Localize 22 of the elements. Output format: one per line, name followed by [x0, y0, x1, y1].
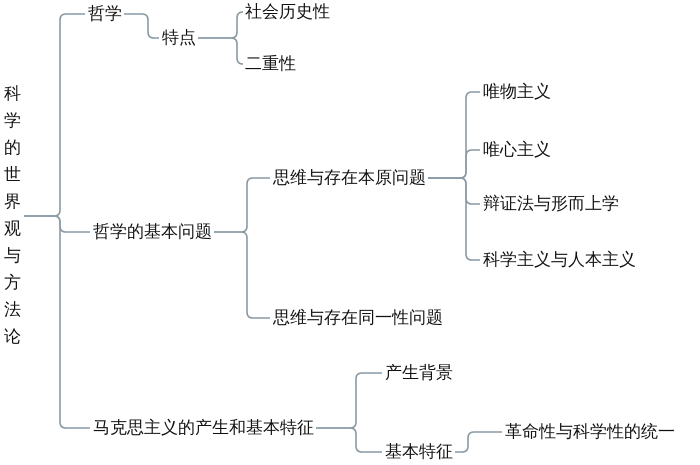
- vertical-title-text: 科学的世界观与方法论: [4, 81, 22, 351]
- topic-text: 思维与存在同一性问题: [273, 307, 443, 329]
- topic-text: 思维与存在本原问题: [273, 167, 426, 189]
- topic-text: 唯物主义: [483, 81, 551, 103]
- topic-text: 特点: [162, 27, 196, 49]
- topic-text: 科学主义与人本主义: [483, 249, 636, 271]
- topic-text: 基本特征: [385, 441, 453, 463]
- bracket-connector: [24, 215, 90, 429]
- bracket-connector: [214, 231, 270, 319]
- topic-text: 产生背景: [385, 362, 453, 384]
- bracket-connector: [455, 431, 502, 453]
- bracket-connector: [124, 13, 159, 39]
- topic-text: 辩证法与形而上学: [483, 193, 619, 215]
- topic-text: 唯心主义: [483, 139, 551, 161]
- bracket-connector: [198, 37, 244, 65]
- bracket-connector: [316, 427, 382, 453]
- topic-text: 马克思主义的产生和基本特征: [93, 417, 314, 439]
- topic-text: 哲学: [88, 3, 122, 25]
- topic-text: 二重性: [245, 53, 296, 75]
- topic-text: 革命性与科学性的统一: [505, 421, 675, 443]
- topic-text: 哲学的基本问题: [93, 221, 212, 243]
- topic-text: 社会历史性: [245, 1, 330, 23]
